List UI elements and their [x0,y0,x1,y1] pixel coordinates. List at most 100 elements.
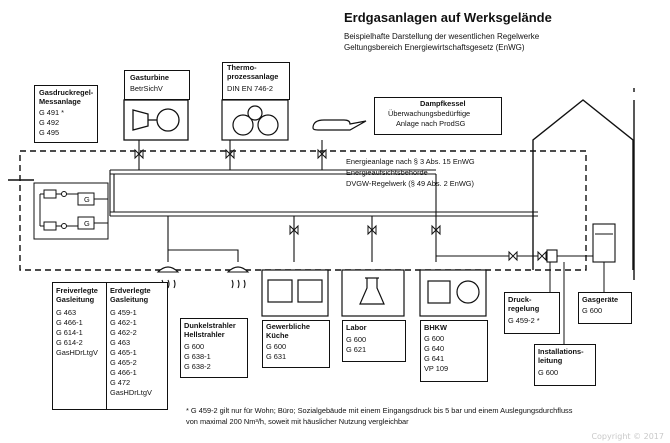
chp-ref-2: G 640 [424,344,445,353]
dark-radiator-ref-3: G 638-2 [184,362,211,371]
valve-boiler [317,148,327,160]
steam-boiler-line-1: Überwachungsbedürftige [388,109,471,118]
free-lines-title-1: Freiverlegte [56,286,98,295]
valve-thermo [225,148,235,160]
installation-line-title-1: Installations- [538,347,584,356]
valve-building-2 [537,250,547,262]
pressure-regulation-box [504,292,560,334]
lab-ref-2: G 621 [346,345,367,354]
subtitle-line-2: Geltungsbereich Energiewirtschaftsgesetz… [344,43,525,52]
installation-line-ref: G 600 [538,368,559,377]
steam-boiler-title: Dampfkessel [420,99,466,108]
gas-appliances-title: Gasgeräte [582,295,619,304]
pressure-regulation-title-1: Druck- [508,295,532,304]
pressure-regulation-title-2: regelung [508,304,540,313]
radiator-icon-1 [156,266,180,273]
gas-lines-box [52,282,168,410]
free-lines-title-2: Gasleitung [56,295,95,304]
gas-appliances-box [578,292,632,324]
gas-lines-divider [106,282,107,410]
chp-ref-4: VP 109 [424,364,449,373]
dark-radiator-title-1: Dunkelstrahler [184,321,236,330]
installation-line-title-2: leitung [538,356,563,365]
thermo-plant-ref: DIN EN 746-2 [227,84,274,93]
buried-lines-ref-5: G 465-1 [110,348,137,357]
chp-ref-3: G 641 [424,354,445,363]
pressure-station-title-1: Gasdruckregel- [39,88,94,97]
pressure-station-ref-3: G 495 [39,128,60,137]
gas-turbine-ref: BetrSichV [130,84,163,93]
installation-line-box [534,344,596,386]
thermo-plant-title-2: prozessanlage [227,72,279,81]
kitchen-ref-1: G 600 [266,342,287,351]
steam-boiler-box [374,97,502,135]
valve-building-1 [508,250,518,262]
footnote-line-2: von maximal 200 Nm³/h, soweit mit häusli… [186,417,409,426]
free-lines-ref-2: G 466-1 [56,318,83,327]
valve-turbine [134,148,144,160]
pressure-station-label-box [34,85,98,143]
turbine-icon [132,109,149,131]
gas-turbine-label-box [124,70,190,100]
kitchen-title-1: Gewerbliche [266,322,310,331]
radiator-icon-2 [226,266,250,273]
buried-lines-ref-3: G 462-2 [110,328,137,337]
pressure-regulation-ref: G 459-2 * [508,316,540,325]
header-link [109,170,115,216]
energy-zone-line-2: Energieaufsichtsbehörde [346,168,428,177]
lab-label-box [342,320,406,362]
chp-title: BHKW [424,323,447,332]
buried-lines-ref-2: G 462-1 [110,318,137,327]
buried-lines-ref-7: G 466-1 [110,368,137,377]
dark-radiator-box [180,318,248,378]
free-lines-ref-1: G 463 [56,308,77,317]
pressure-station-title-2: Messanlage [39,97,81,106]
gas-turbine-title: Gasturbine [130,73,170,82]
pressure-station-ref-2: G 492 [39,118,60,127]
free-lines-ref-3: G 614-1 [56,328,83,337]
upper-header-pipe [110,169,436,175]
buried-lines-ref-8: G 472 [110,378,131,387]
dark-radiator-title-2: Hellstrahler [184,330,225,339]
building-outline [532,99,634,270]
pressure-station-valve-2: G [84,219,90,228]
flask-icon [359,278,385,305]
lab-ref-1: G 600 [346,335,367,344]
kitchen-title-2: Küche [266,331,289,340]
energy-zone-line-3: DVGW-Regelwerk (§ 49 Abs. 2 EnWG) [346,179,475,188]
lab-title: Labor [346,323,367,332]
free-lines-ref-4: G 614-2 [56,338,83,347]
thermo-plant-label-box [222,62,290,100]
free-lines-ref-5: GasHDrLtgV [56,348,98,357]
kitchen-ref-2: G 631 [266,352,287,361]
valve-chp [431,224,441,236]
steam-boiler-line-2: Anlage nach ProdSG [396,119,466,128]
pressure-station-valve-1: G [84,195,90,204]
thermo-plant-title-1: Thermo- [227,63,257,72]
steam-boiler-icon [312,119,367,131]
subtitle-line-1: Beispielhafte Darstellung der wesentlich… [344,32,540,41]
valve-kitchen [289,224,299,236]
chp-label-box [420,320,488,382]
dark-radiator-ref-1: G 600 [184,342,205,351]
kitchen-label-box [262,320,330,368]
pressure-station-ref-1: G 491 * [39,108,65,117]
gas-appliances-ref: G 600 [582,306,603,315]
buried-lines-ref-6: G 465-2 [110,358,137,367]
page-title: Erdgasanlagen auf Werksgelände [344,10,552,25]
dark-radiator-ref-2: G 638-1 [184,352,211,361]
buried-lines-title-2: Gasleitung [110,295,149,304]
buried-lines-ref-4: G 463 [110,338,131,347]
buried-lines-title-1: Erdverlegte [110,286,151,295]
buried-lines-ref-9: GasHDrLtgV [110,388,152,397]
energy-zone-line-1: Energieanlage nach § 3 Abs. 15 EnWG [346,157,475,166]
pressure-regulator-icon [546,249,558,263]
main-gas-pipe [110,211,538,217]
footnote-line-1: * G 459-2 gilt nur für Wohn; Büro; Sozia… [186,406,573,415]
watermark: Copyright © 2017 [591,432,664,441]
buried-lines-ref-1: G 459-1 [110,308,137,317]
energy-zone-boundary [19,150,587,271]
drop-radiator-2 [168,249,239,262]
